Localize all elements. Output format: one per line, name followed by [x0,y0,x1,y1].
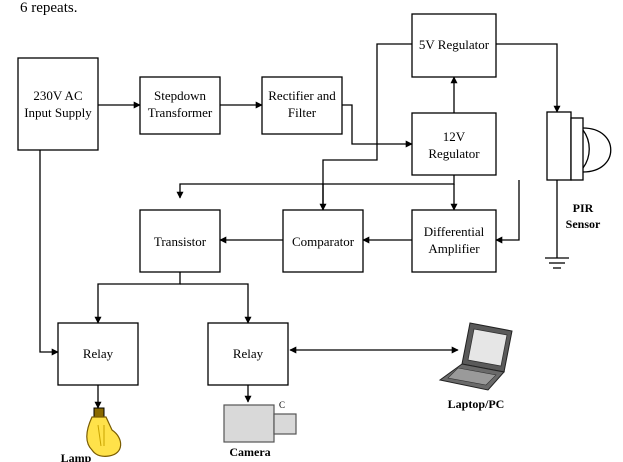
differential-amplifier-block: Differential Amplifier [411,209,497,273]
lamp-label: Lamp [61,451,92,462]
laptop-icon [438,322,513,391]
rectifier-filter-block: Rectifier and Filter [261,76,343,135]
diff-amp-label-line2: Amplifier [428,241,480,256]
camera-icon [223,404,297,443]
diff-amp-label-line1: Differential [424,224,485,239]
regulator-5v-block: 5V Regulator [411,13,497,78]
ground-icon [545,257,569,269]
wire-transistor-to-relay-lamp [94,272,181,324]
comparator-label: Comparator [292,234,355,249]
wire-12v-to-transistor [176,175,455,199]
wire-pir-to-diff-amp [495,180,520,244]
ac-supply-label-line1: 230V AC [33,88,82,103]
lamp-bulb-icon [86,407,122,457]
regulator-12v-label-line1: 12V [443,129,466,144]
wire-transistor-to-relay-camera [180,283,252,324]
header-fragment: 6 repeats. [20,0,77,16]
pir-label-line1: PIR [573,201,594,215]
wire-5v-to-comparator [319,43,412,211]
camera-mark: C [279,400,285,410]
pir-sensor-icon [546,111,612,181]
stepdown-label-line2: Transformer [148,105,213,120]
laptop-label: Laptop/PC [448,397,505,411]
pir-label-line2: Sensor [566,217,601,231]
rectifier-label-line2: Filter [288,105,317,120]
ac-supply-block: 230V AC Input Supply [17,57,99,151]
regulator-5v-label: 5V Regulator [419,37,490,52]
wire-rectifier-to-12v [342,104,413,148]
relay-lamp-label: Relay [83,346,114,361]
ac-supply-label-line2: Input Supply [24,105,92,120]
wires [39,43,561,409]
rectifier-label-line1: Rectifier and [268,88,336,103]
relay-camera-label: Relay [233,346,264,361]
camera-label: Camera [229,445,270,459]
comparator-block: Comparator [282,209,364,273]
relay-lamp-block: Relay [57,322,139,386]
wire-ac-to-relay-lamp [39,150,59,356]
relay-camera-block: Relay [207,322,289,386]
regulator-12v-block: 12V Regulator [411,112,497,176]
transistor-label: Transistor [154,234,207,249]
stepdown-transformer-block: Stepdown Transformer [139,76,221,135]
transistor-block: Transistor [139,209,221,273]
stepdown-label-line1: Stepdown [154,88,207,103]
regulator-12v-label-line2: Regulator [428,146,480,161]
wire-5v-to-pir [496,43,561,113]
